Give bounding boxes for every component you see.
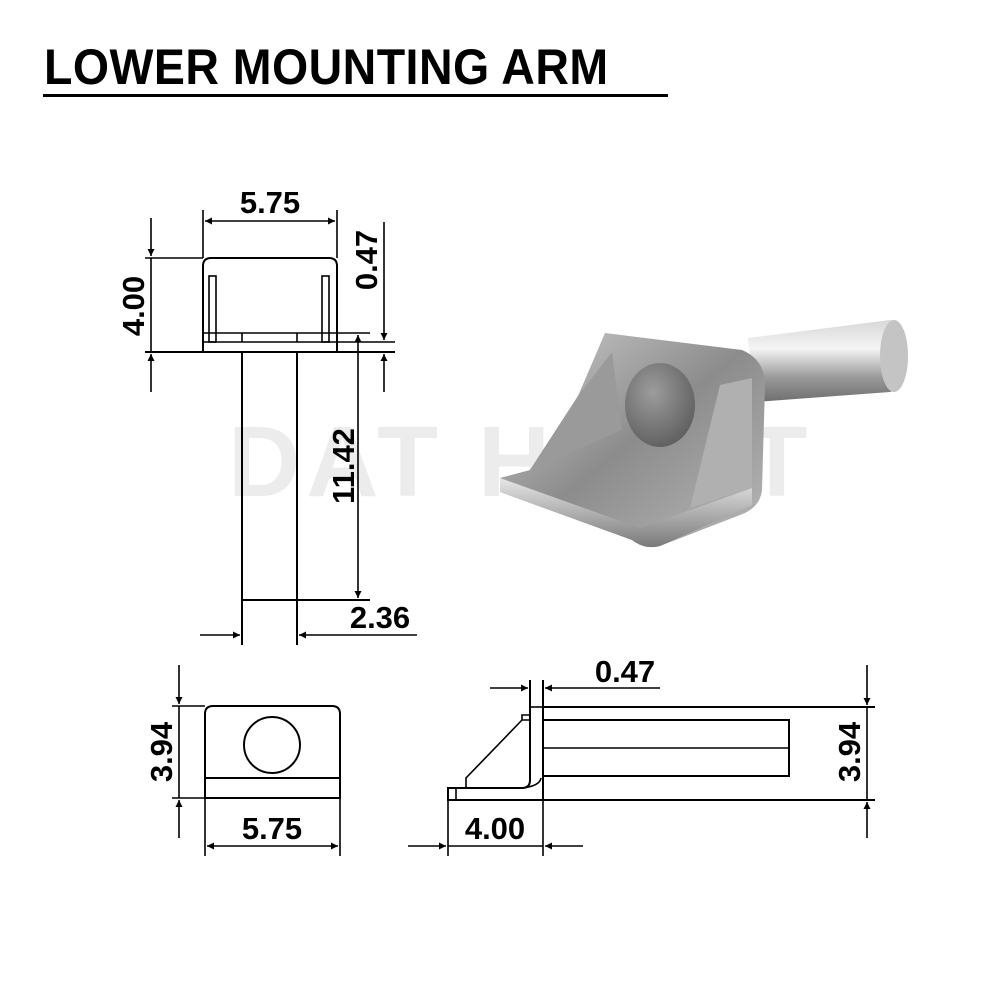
side-view: 0.47 4.00 3.94: [408, 654, 875, 856]
front-view: 3.94 5.75: [144, 665, 341, 856]
shaft-diameter-label: 2.36: [350, 600, 410, 635]
side-thickness-label: 0.47: [595, 654, 655, 689]
render-shaft: [748, 320, 908, 402]
title-underline: [43, 94, 668, 97]
side-height-label: 3.94: [832, 721, 867, 782]
front-width-label: 5.75: [242, 811, 302, 846]
render-boss: [625, 363, 695, 447]
page-title: LOWER MOUNTING ARM: [44, 39, 609, 95]
front-view-hole: [243, 716, 301, 774]
arm-3d-render: [500, 320, 908, 548]
top-view-slot-right: [321, 275, 330, 343]
side-base-label: 4.00: [465, 811, 525, 846]
shaft-length-label: 11.42: [326, 428, 361, 504]
top-view-body: [202, 257, 338, 352]
front-view-body: [204, 705, 341, 799]
top-view: 5.75 4.00 0.47 11.42 2.36: [116, 185, 417, 645]
top-thickness-label: 0.47: [349, 230, 384, 290]
front-height-label: 3.94: [144, 721, 179, 782]
top-width-label: 5.75: [240, 185, 300, 220]
side-view-plate: [447, 680, 544, 801]
top-height-label: 4.00: [116, 276, 151, 336]
top-view-slot-left: [208, 275, 217, 343]
